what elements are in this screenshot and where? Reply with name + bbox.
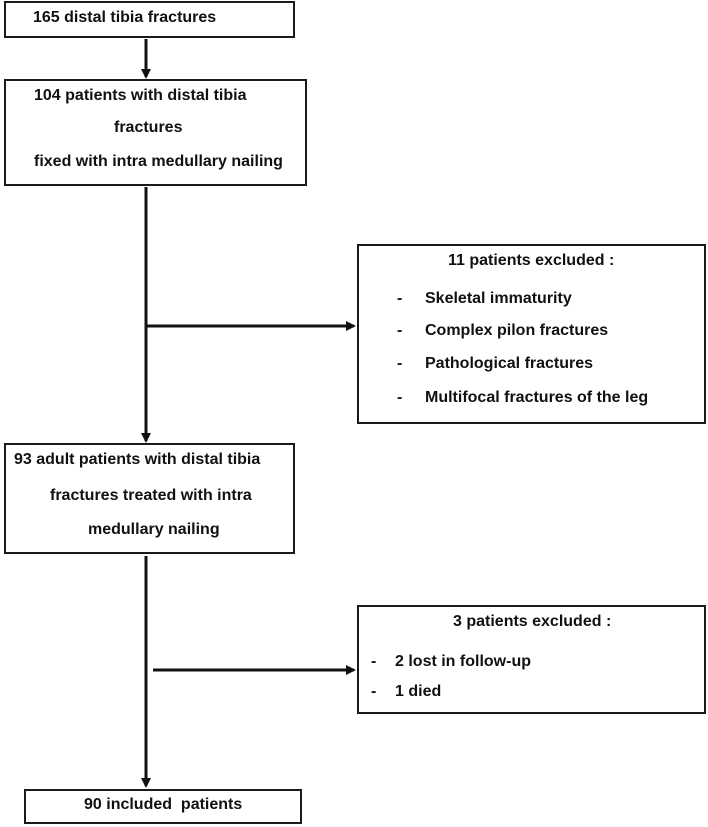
excluded-1-item: Skeletal immaturity (425, 290, 572, 307)
excluded-1-item: Pathological fractures (425, 355, 594, 372)
box-nailing-line2: fractures (114, 119, 183, 136)
box-nailing-line3: fixed with intra medullary nailing (34, 153, 283, 170)
excluded-1-item: Multifocal fractures of the leg (425, 389, 649, 406)
box-adult-line3: medullary nailing (88, 521, 220, 538)
box-adult-line1: 93 adult patients with distal tibia (14, 451, 261, 468)
excluded-1-item: Complex pilon fractures (425, 322, 609, 339)
excluded-2-title: 3 patients excluded : (453, 613, 612, 630)
box-start: 165 distal tibia fractures (4, 1, 295, 38)
box-final-text: 90 included patients (84, 796, 243, 813)
box-excluded-1: 11 patients excluded : - Skeletal immatu… (357, 244, 706, 424)
box-start-text: 165 distal tibia fractures (33, 9, 217, 26)
excluded-2-item: 2 lost in follow-up (395, 653, 531, 670)
box-final: 90 included patients (24, 789, 302, 824)
box-adult: 93 adult patients with distal tibia frac… (4, 443, 295, 554)
box-adult-line2: fractures treated with intra (50, 487, 252, 504)
bullet: - (397, 322, 403, 339)
bullet: - (397, 355, 403, 372)
box-nailing: 104 patients with distal tibia fractures… (4, 79, 307, 186)
bullet: - (371, 683, 377, 700)
excluded-2-item: 1 died (395, 683, 442, 700)
bullet: - (371, 653, 377, 670)
box-excluded-2: 3 patients excluded : - 2 lost in follow… (357, 605, 706, 714)
bullet: - (397, 389, 403, 406)
bullet: - (397, 290, 403, 307)
excluded-1-title: 11 patients excluded : (448, 252, 615, 269)
box-nailing-line1: 104 patients with distal tibia (34, 87, 247, 104)
